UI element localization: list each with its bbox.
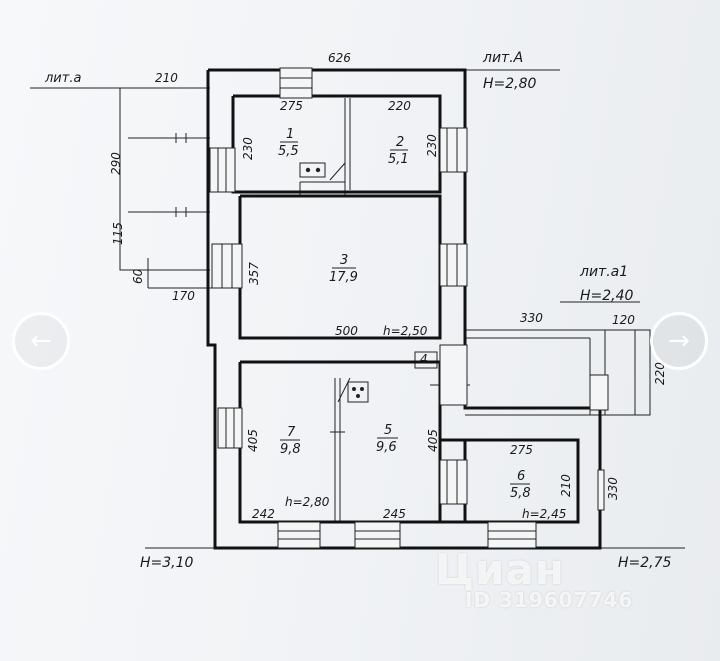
room-3: 3 17,9 [329,253,358,285]
dim-a1-height: 220 [653,362,667,385]
room-number: 3 [340,253,348,268]
dim-lit-a-width: 210 [155,71,178,85]
height-a1-label: H=2,40 [580,288,634,304]
height-left-bottom-label: H=3,10 [140,555,194,571]
dim-room5-height: 405 [426,429,440,452]
ceiling-height-room6: h=2,45 [522,507,566,521]
dim-room2-height: 230 [425,134,439,157]
dim-lit-a-h1: 290 [109,152,123,175]
dim-room6-height: 210 [559,474,573,497]
arrow-left-icon: ← [30,326,52,356]
dim-room1-width: 275 [280,99,303,113]
litera-main-label: лит.А [482,50,523,66]
dim-room1-height: 230 [241,137,255,160]
room-area: 5,8 [510,486,531,501]
dim-room3-width: 500 [335,324,358,338]
room-5: 5 9,6 [376,423,398,455]
room-area: 9,8 [280,442,301,457]
ceiling-height-room7: h=2,80 [285,495,330,509]
room-number: 4 [420,352,428,366]
dim-top-total: 626 [328,51,351,65]
room-7: 7 9,8 [280,425,301,457]
dim-room7-height: 405 [246,429,260,452]
dim-a1-width: 330 [520,311,543,325]
room-number: 1 [286,127,294,142]
room-6: 6 5,8 [510,469,531,501]
room-number: 6 [517,469,525,484]
dim-room5-width: 245 [383,507,406,521]
room-number: 5 [384,423,392,438]
room-area: 5,5 [278,144,299,159]
dim-lit-a-h2: 115 [111,222,125,245]
listing-id-watermark: ID 319607746 [465,588,634,612]
dim-right-height: 330 [606,477,620,500]
height-main-label: H=2,80 [483,76,537,92]
cian-watermark-logo: Циан [435,545,565,594]
litera-a1-label: лит.а1 [579,264,628,280]
arrow-right-icon: → [668,326,690,356]
room-4: 4 [420,352,428,366]
room-area: 17,9 [329,270,358,285]
height-right-bottom-label: H=2,75 [618,555,672,571]
room-number: 7 [287,425,296,440]
next-photo-button[interactable]: → [650,312,708,370]
dim-room6-width: 275 [510,443,533,457]
dim-room2-width: 220 [388,99,411,113]
dim-a1-small: 120 [612,313,635,327]
litera-a-label: лит.а [44,71,81,86]
room-2: 2 5,1 [388,135,409,167]
room-area: 5,1 [388,152,409,167]
previous-photo-button[interactable]: ← [12,312,70,370]
room-number: 2 [396,135,404,150]
room-area: 9,6 [376,440,397,455]
room-1: 1 5,5 [278,127,299,159]
dim-lit-a-h3: 60 [131,268,145,284]
dim-lit-a-bottom: 170 [172,289,195,303]
dim-room3-height: 357 [247,262,261,285]
dim-room7-width: 242 [252,507,275,521]
ceiling-height-room3: h=2,50 [383,324,428,338]
